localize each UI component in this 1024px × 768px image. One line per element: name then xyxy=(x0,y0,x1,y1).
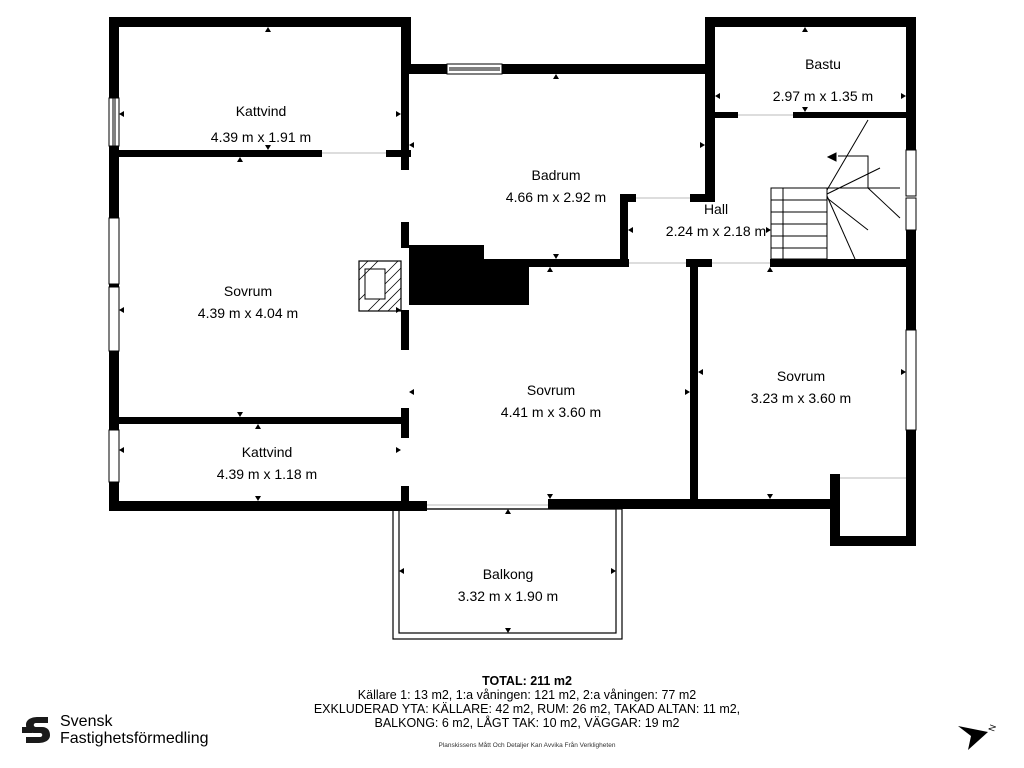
fireplace xyxy=(358,260,402,312)
room-dimensions: 4.39 m x 1.91 m xyxy=(210,129,312,145)
brand-line-2: Fastighetsförmedling xyxy=(60,730,209,747)
dimension-markers xyxy=(119,27,906,633)
room-name: Kattvind xyxy=(235,103,287,119)
room-label-hall: Hall 2.24 m x 2.18 m xyxy=(623,198,809,242)
room-label-bastu: Bastu 2.97 m x 1.35 m xyxy=(730,53,916,107)
room-label-sovrum-left: Sovrum 4.39 m x 4.04 m xyxy=(155,280,341,324)
room-name: Sovrum xyxy=(776,368,826,384)
area-summary: TOTAL: 211 m2 Källare 1: 13 m2, 1:a våni… xyxy=(262,674,792,730)
room-dimensions: 4.39 m x 4.04 m xyxy=(197,305,299,321)
svensk-fastighetsformedling-logo xyxy=(22,717,50,743)
room-dimensions: 2.24 m x 2.18 m xyxy=(665,223,767,239)
room-dimensions: 4.66 m x 2.92 m xyxy=(505,189,607,205)
room-dimensions: 3.32 m x 1.90 m xyxy=(457,588,559,604)
room-label-kattvind-top: Kattvind 4.39 m x 1.91 m xyxy=(168,100,354,148)
summary-line-2: EXKLUDERAD YTA: KÄLLARE: 42 m2, RUM: 26 … xyxy=(313,702,741,716)
summary-line-1: Källare 1: 13 m2, 1:a våningen: 121 m2, … xyxy=(357,688,697,702)
disclaimer: Planskissens Mått Och Detaljer Kan Avvik… xyxy=(438,742,616,749)
room-name: Sovrum xyxy=(223,283,273,299)
room-name: Hall xyxy=(703,201,729,217)
total-area: TOTAL: 211 m2 xyxy=(482,674,572,688)
room-dimensions: 3.23 m x 3.60 m xyxy=(750,390,852,406)
room-name: Kattvind xyxy=(241,444,293,460)
room-name: Balkong xyxy=(482,566,534,582)
room-name: Bastu xyxy=(805,56,841,72)
room-label-badrum: Badrum 4.66 m x 2.92 m xyxy=(463,164,649,208)
room-label-balkong: Balkong 3.32 m x 1.90 m xyxy=(415,563,601,607)
brand-name: Svensk Fastighetsförmedling xyxy=(60,713,209,747)
room-label-kattvind-bottom: Kattvind 4.39 m x 1.18 m xyxy=(174,441,360,485)
room-dimensions: 2.97 m x 1.35 m xyxy=(772,88,874,104)
room-name: Badrum xyxy=(531,167,581,183)
north-arrow-icon: N xyxy=(958,723,998,750)
room-label-sovrum-middle: Sovrum 4.41 m x 3.60 m xyxy=(458,379,644,423)
summary-line-3: BALKONG: 6 m2, LÅGT TAK: 10 m2, VÄGGAR: … xyxy=(374,716,680,730)
room-name: Sovrum xyxy=(526,382,576,398)
room-dimensions: 4.39 m x 1.18 m xyxy=(216,466,318,482)
brand-line-1: Svensk xyxy=(60,713,113,730)
room-label-sovrum-right: Sovrum 3.23 m x 3.60 m xyxy=(708,365,894,409)
brand-logo: Svensk Fastighetsförmedling xyxy=(22,712,209,748)
staircase xyxy=(770,119,901,260)
room-dimensions: 4.41 m x 3.60 m xyxy=(500,404,602,420)
openings xyxy=(322,114,906,506)
windows xyxy=(108,63,917,483)
north-label: N xyxy=(986,723,998,733)
